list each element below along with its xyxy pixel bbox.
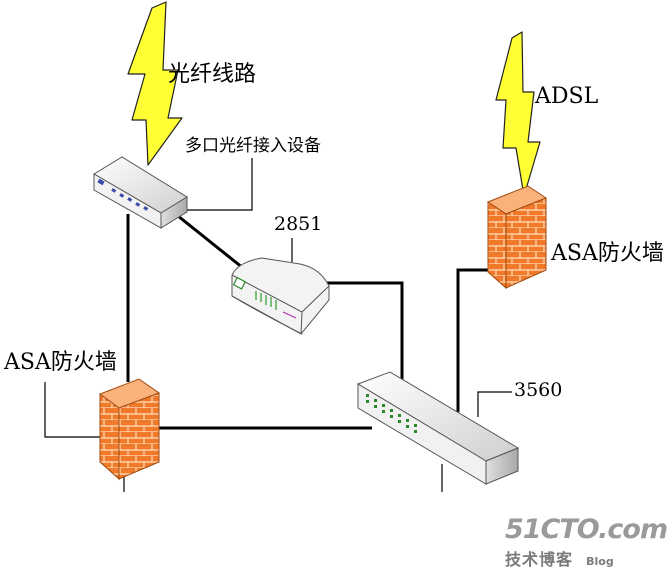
router-icon: [231, 257, 330, 335]
label-adsl: ADSL: [535, 84, 599, 109]
label-firewall-left: ASA防火墙: [4, 350, 117, 375]
label-switch-3560: 3560: [514, 379, 563, 401]
lightning-icon-fiber: [127, 1, 183, 166]
switch-icon: [356, 371, 520, 485]
watermark-blog: Blog: [586, 555, 614, 568]
leader-switch: [477, 391, 512, 417]
leader-lines: [44, 158, 512, 492]
leader-left-firewall: [44, 382, 102, 438]
watermark-logo: 51CTO.com 技术博客 Blog: [505, 514, 668, 570]
firewall-icon-right: [486, 185, 548, 290]
label-fiber-line: 光纤线路: [168, 62, 257, 87]
label-router-2851: 2851: [274, 213, 323, 235]
label-fiber-access-device: 多口光纤接入设备: [185, 136, 321, 156]
network-links: [126, 206, 492, 430]
link-router-to-switch: [308, 281, 404, 385]
label-firewall-right: ASA防火墙: [551, 241, 664, 266]
firewall-icon-left: [98, 378, 161, 481]
fiber-access-device-icon: [93, 156, 188, 229]
watermark-subtitle: 技术博客: [505, 550, 574, 569]
link-fiber-device-to-router: [167, 206, 244, 270]
link-right-firewall-to-switch: [456, 268, 492, 412]
leader-fiber-device: [186, 158, 253, 211]
lightning-icon-adsl: [495, 31, 541, 197]
watermark-site: 51CTO.com: [505, 514, 668, 545]
